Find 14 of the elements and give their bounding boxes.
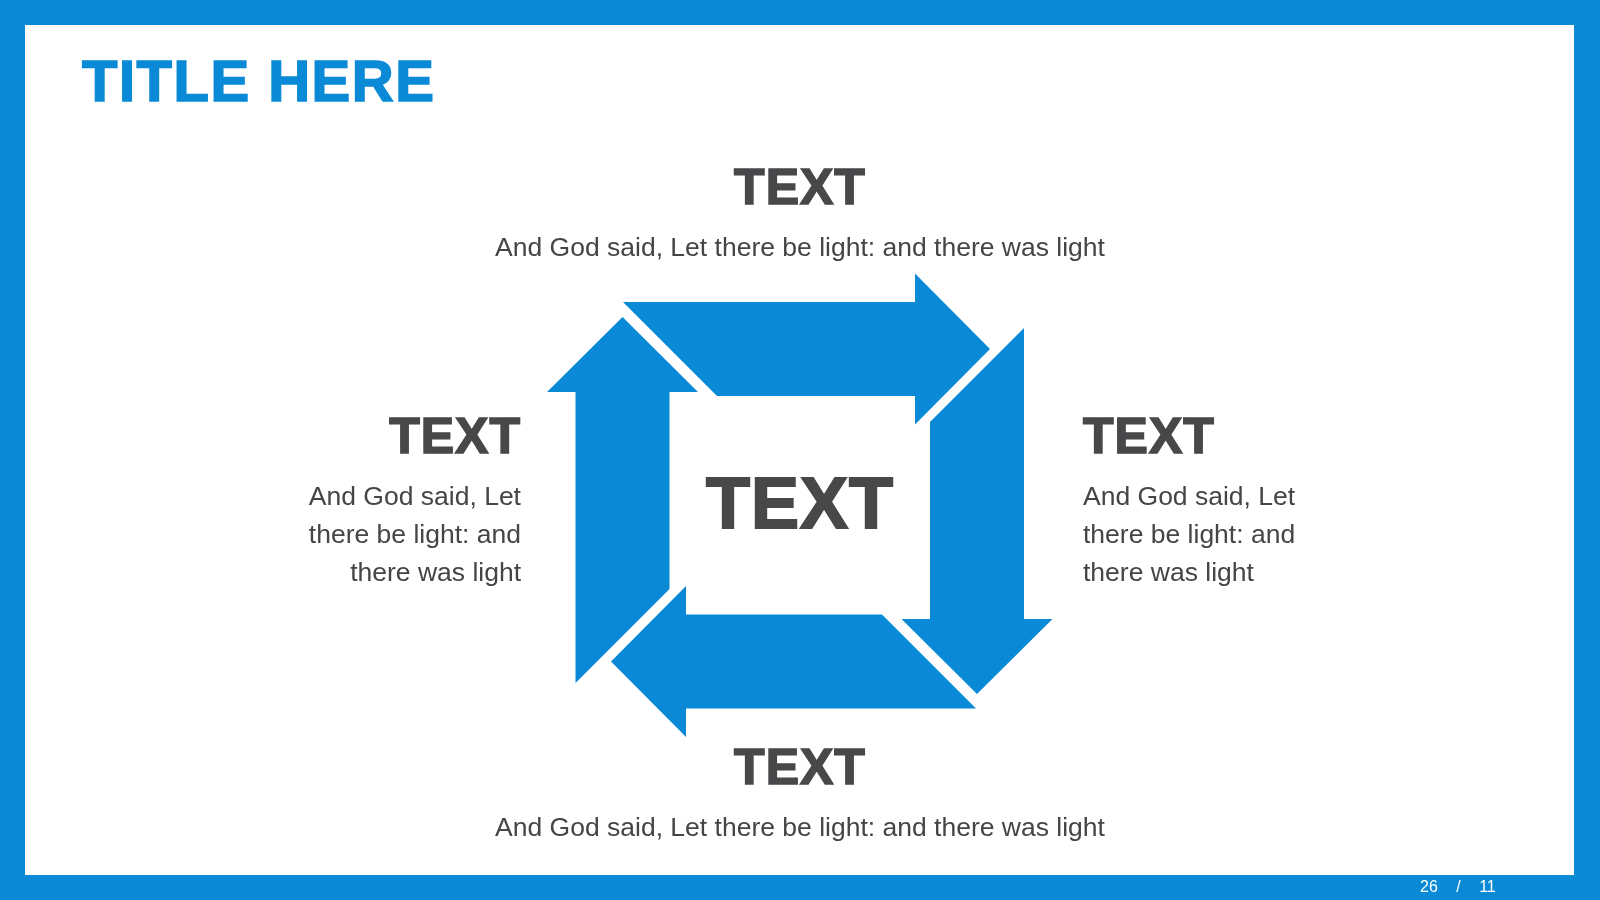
page-number: 26 / 11 <box>1420 877 1496 897</box>
stage-description: And God said, Let there be light: and there was light <box>494 231 1106 264</box>
stage-description: And God said, Let there be light: and there was light <box>307 480 521 589</box>
slide-title: TITLE HERE <box>82 48 436 114</box>
stage-heading: TEXT <box>1083 408 1215 464</box>
block-arrow <box>611 586 976 737</box>
stage-heading: TEXT <box>734 739 866 795</box>
block-arrow <box>547 317 698 683</box>
stage-heading: TEXT <box>734 159 866 215</box>
stage-description: And God said, Let there be light: and there was light <box>1083 480 1297 589</box>
stage-heading: TEXT <box>389 408 521 464</box>
block-arrow <box>901 328 1053 694</box>
stage-description: And God said, Let there be light: and there was light <box>494 811 1106 844</box>
center-heading: TEXT <box>706 463 894 543</box>
